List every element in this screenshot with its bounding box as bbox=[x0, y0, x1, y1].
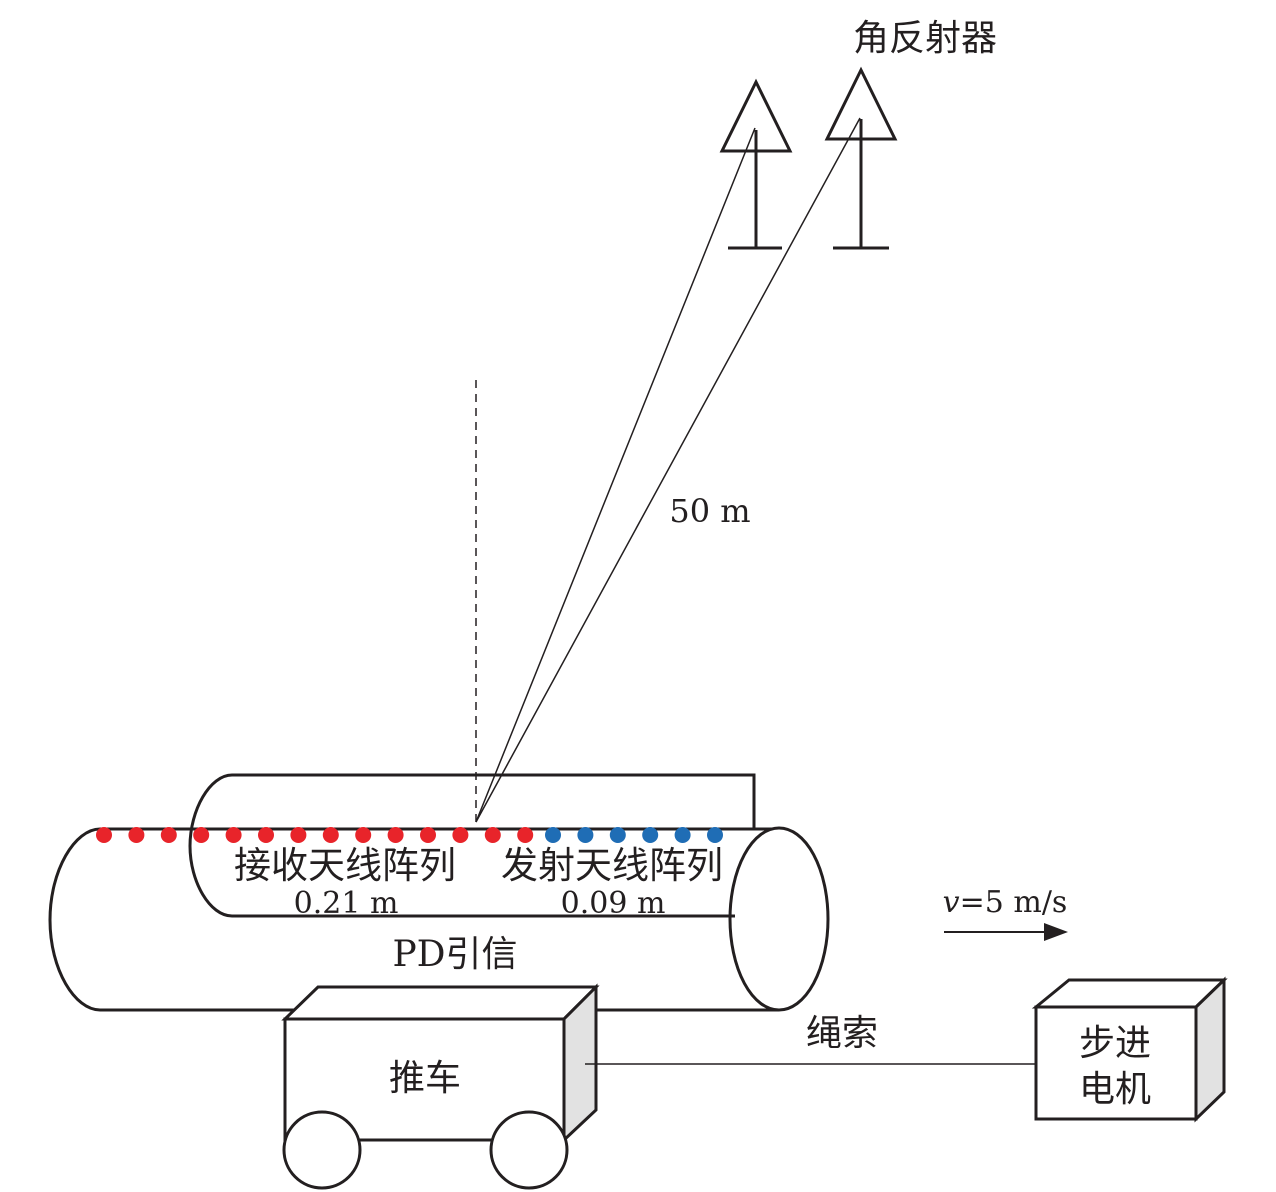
transmit-antenna-element bbox=[674, 827, 691, 843]
transmit-antenna-element bbox=[545, 827, 561, 843]
cart bbox=[281, 983, 600, 1190]
velocity-value: =5 m/s bbox=[960, 885, 1068, 920]
transmit-antenna-element bbox=[609, 827, 626, 843]
transmit-antenna-element bbox=[642, 827, 659, 843]
receive-antenna-element bbox=[225, 827, 242, 843]
cart-label: 推车 bbox=[389, 1058, 461, 1099]
transmit-antenna-element bbox=[707, 827, 723, 843]
velocity-arrow bbox=[944, 923, 1068, 941]
receive-antenna-element bbox=[452, 827, 469, 843]
antenna-cylinder bbox=[188, 773, 756, 918]
fuze-label: PD引信 bbox=[392, 934, 517, 975]
distance-label: 50 m bbox=[669, 492, 750, 530]
rope-label: 绳索 bbox=[806, 1013, 878, 1054]
stepper-motor bbox=[1031, 976, 1228, 1123]
receive-length-label: 0.21 m bbox=[294, 886, 399, 921]
motor-label-line2: 电机 bbox=[1079, 1069, 1151, 1110]
receive-antenna-element bbox=[128, 827, 145, 843]
receive-antenna-element bbox=[322, 827, 339, 843]
corner-reflector-left bbox=[719, 78, 793, 250]
beam-line-right bbox=[475, 117, 861, 823]
transmit-length-label: 0.09 m bbox=[561, 886, 666, 921]
transmit-antenna-array bbox=[545, 827, 723, 843]
corner-reflector-right bbox=[824, 66, 898, 250]
receive-array-label: 接收天线阵列 bbox=[234, 844, 456, 887]
receive-antenna-element bbox=[420, 827, 436, 843]
transmit-antenna-element bbox=[577, 827, 594, 843]
receive-antenna-element bbox=[160, 827, 177, 843]
corner-reflector-label: 角反射器 bbox=[853, 18, 997, 59]
receive-antenna-element bbox=[193, 827, 210, 843]
velocity-label: v=5 m/s bbox=[943, 885, 1068, 920]
receive-antenna-element bbox=[517, 827, 534, 843]
fuze-cylinder bbox=[48, 826, 830, 1012]
cart-wheel-left bbox=[282, 1110, 362, 1190]
receive-antenna-element bbox=[290, 827, 307, 843]
receive-antenna-array bbox=[96, 827, 534, 843]
cart-wheel-right bbox=[489, 1110, 569, 1190]
receive-antenna-element bbox=[258, 827, 274, 843]
receive-antenna-element bbox=[484, 827, 501, 843]
velocity-symbol: v bbox=[943, 885, 960, 920]
receive-antenna-element bbox=[96, 827, 112, 843]
beam-line-left bbox=[475, 127, 756, 823]
receive-antenna-element bbox=[355, 827, 372, 843]
transmit-array-label: 发射天线阵列 bbox=[501, 844, 723, 887]
motor-label-line1: 步进 bbox=[1079, 1023, 1151, 1064]
receive-antenna-element bbox=[387, 827, 404, 843]
